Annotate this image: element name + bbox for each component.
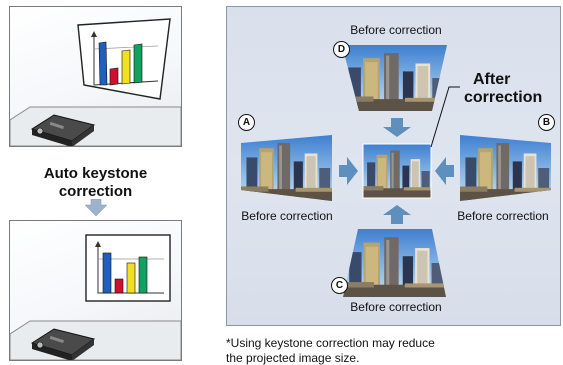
projection-before-panel [9, 6, 182, 147]
after-correction-label-line2: correction [464, 89, 543, 106]
projection-before-illustration [10, 18, 181, 146]
auto-keystone-label: Auto keystone [43, 165, 148, 182]
label-b-icon: B [538, 114, 555, 131]
after-leader-line [430, 86, 460, 148]
caption-before-top: Before correction [350, 23, 442, 37]
projection-after-illustration [10, 234, 181, 360]
footnote-line1: *Using keystone correction may reduce [226, 336, 435, 350]
down-arrow-icon [84, 199, 108, 217]
bar-red [114, 278, 124, 294]
arrow-left-from-right [435, 157, 454, 185]
footnote-line2: the projected image size. [226, 351, 360, 365]
corrected-image [363, 144, 431, 198]
arrow-up-from-bottom [383, 205, 411, 224]
label-d-icon: D [333, 41, 350, 58]
bar-green [138, 256, 148, 294]
image-before-bottom [343, 229, 446, 297]
bar-yellow [126, 262, 136, 294]
image-before-left [241, 135, 332, 201]
image-before-right [460, 135, 551, 201]
bar-blue [98, 41, 108, 86]
image-before-top [342, 45, 447, 111]
bar-yellow [121, 49, 131, 85]
auto-keystone-label-line2: correction [58, 183, 133, 200]
bar-red [109, 67, 119, 86]
projection-after-panel [9, 220, 182, 361]
projector [30, 114, 96, 146]
arrow-right-from-left [339, 157, 358, 185]
arrows [339, 118, 454, 224]
caption-before-left: Before correction [241, 209, 333, 223]
label-a-icon: A [238, 114, 255, 131]
keystone-diagram-graphics [241, 45, 551, 297]
arrow-down-from-top [383, 118, 411, 137]
after-correction-label: After [473, 71, 511, 88]
bar-blue [102, 252, 112, 294]
bar-green [133, 43, 143, 84]
caption-before-right: Before correction [457, 209, 549, 223]
keystone-correction-diagram: Before correction Before correction Befo… [226, 6, 561, 326]
projector [30, 328, 96, 360]
caption-before-bottom: Before correction [350, 300, 442, 314]
label-c-icon: C [331, 277, 348, 294]
